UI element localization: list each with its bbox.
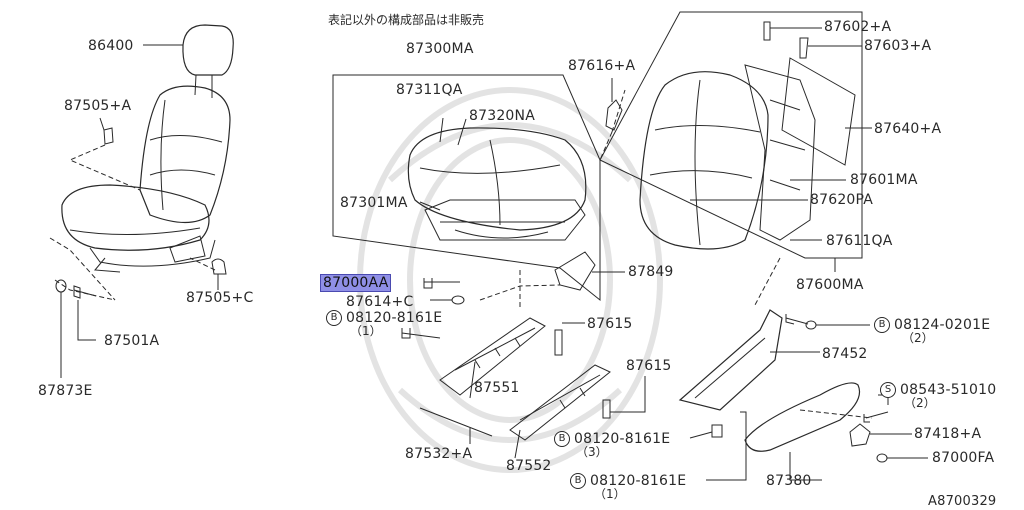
part-label-87380[interactable]: 87380	[766, 473, 812, 489]
badge-b-bolt-right: B	[874, 317, 890, 333]
badge-b-bolt: B	[326, 310, 342, 326]
part-label-87616a[interactable]: 87616+A	[568, 58, 636, 74]
qty-label-3: （3）	[576, 445, 608, 459]
part-label-87873e[interactable]: 87873E	[38, 383, 93, 399]
part-label-87603a[interactable]: 87603+A	[864, 38, 932, 54]
part-label-87301ma[interactable]: 87301MA	[340, 195, 408, 211]
part-label-08120-8161e-1b[interactable]: 08120-8161E	[590, 473, 687, 489]
qty-label-2: （2）	[902, 331, 934, 345]
part-label-87532a[interactable]: 87532+A	[405, 446, 473, 462]
part-label-87320na[interactable]: 87320NA	[469, 108, 535, 124]
complete-seat-drawing	[49, 24, 234, 378]
part-label-87611qa[interactable]: 87611QA	[826, 233, 893, 249]
part-label-87452[interactable]: 87452	[822, 346, 868, 362]
part-label-87600ma[interactable]: 87600MA	[796, 277, 864, 293]
note-text: 表記以外の構成部品は非販売	[328, 13, 485, 27]
part-label-87602a[interactable]: 87602+A	[824, 19, 892, 35]
diagram-id: A8700329	[928, 494, 997, 509]
part-label-87552[interactable]: 87552	[506, 458, 552, 474]
part-label-87300ma[interactable]: 87300MA	[406, 41, 474, 57]
part-label-87501a[interactable]: 87501A	[104, 333, 160, 349]
qty-label-1b: （1）	[594, 487, 626, 501]
part-label-87849[interactable]: 87849	[628, 264, 674, 280]
part-label-87505a[interactable]: 87505+A	[64, 98, 132, 114]
qty-label-1: （1）	[350, 324, 382, 338]
part-label-08124-0201e[interactable]: 08124-0201E	[894, 317, 991, 333]
part-label-87614c[interactable]: 87614+C	[346, 294, 414, 310]
seat-rail-drawing	[401, 251, 747, 481]
part-label-86400[interactable]: 86400	[88, 38, 134, 54]
part-label-08543-51010[interactable]: 08543-51010	[900, 382, 997, 398]
part-label-87615-a[interactable]: 87615	[587, 316, 633, 332]
backrest-assembly-drawing	[599, 11, 872, 306]
part-label-87418a[interactable]: 87418+A	[914, 426, 982, 442]
cushion-assembly-drawing	[332, 74, 601, 302]
qty-label-2b: （2）	[904, 396, 936, 410]
recliner-drawing	[678, 309, 928, 481]
part-label-87551[interactable]: 87551	[474, 380, 520, 396]
badge-s-screw: S	[880, 382, 896, 398]
badge-b-bolt-mid: B	[554, 431, 570, 447]
part-label-87000fa[interactable]: 87000FA	[932, 450, 995, 466]
badge-b-bolt-bottom: B	[570, 473, 586, 489]
part-label-87620pa[interactable]: 87620PA	[810, 192, 874, 208]
part-label-08120-8161e-1[interactable]: 08120-8161E	[346, 310, 443, 326]
part-label-08120-8161e-3[interactable]: 08120-8161E	[574, 431, 671, 447]
part-label-87311qa[interactable]: 87311QA	[396, 82, 463, 98]
part-label-87000aa-highlighted[interactable]: 87000AA	[320, 274, 392, 292]
part-label-87601ma[interactable]: 87601MA	[850, 172, 918, 188]
part-label-87640a[interactable]: 87640+A	[874, 121, 942, 137]
part-label-87505c[interactable]: 87505+C	[186, 290, 254, 306]
part-label-87615-b[interactable]: 87615	[626, 358, 672, 374]
